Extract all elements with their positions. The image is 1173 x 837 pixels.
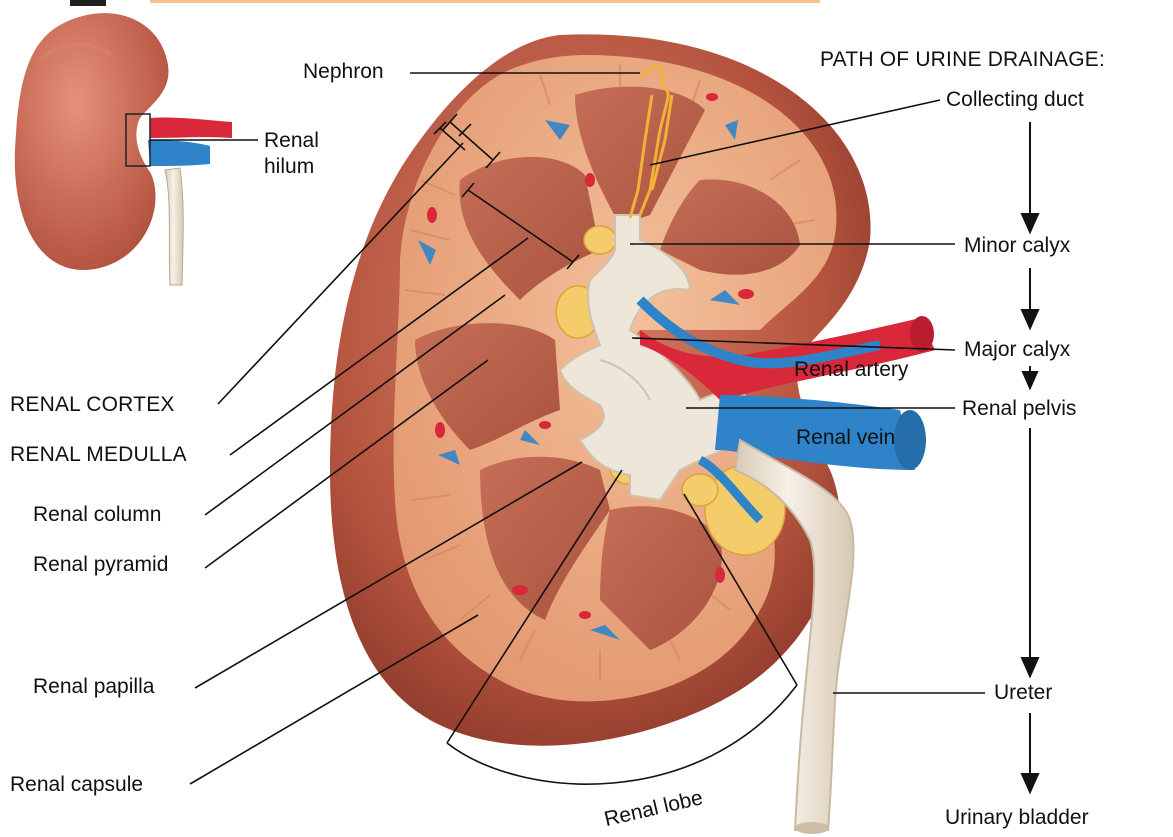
- drainage-heading: PATH OF URINE DRAINAGE:: [820, 48, 1105, 72]
- arrow-down-icon: [1023, 372, 1037, 388]
- label-nephron: Nephron: [303, 60, 384, 84]
- label-renal-pyramid: Renal pyramid: [33, 553, 168, 577]
- label-renal-papilla: Renal papilla: [33, 675, 154, 699]
- arrow-down-icon: [1022, 658, 1038, 676]
- step-ureter: Ureter: [994, 681, 1052, 705]
- label-renal-vein: Renal vein: [796, 426, 895, 449]
- label-renal-hilum: Renal: [264, 129, 319, 153]
- label-renal-artery: Renal artery: [794, 358, 909, 381]
- arrow-down-icon: [1022, 214, 1038, 232]
- label-renal-column: Renal column: [33, 503, 161, 527]
- label-renal-medulla: RENAL MEDULLA: [10, 443, 187, 467]
- step-urinary-bladder: Urinary bladder: [945, 806, 1089, 830]
- label-renal-capsule: Renal capsule: [10, 773, 143, 797]
- arrow-down-icon: [1022, 310, 1038, 328]
- step-renal-pelvis: Renal pelvis: [962, 397, 1076, 421]
- label-renal-lobe: Renal lobe: [602, 786, 705, 831]
- label-renal-cortex: RENAL CORTEX: [10, 393, 175, 417]
- small-kidney-icon: [15, 13, 232, 285]
- label-renal-hilum-2: hilum: [264, 155, 314, 179]
- step-collecting-duct: Collecting duct: [946, 88, 1084, 112]
- step-minor-calyx: Minor calyx: [964, 234, 1070, 258]
- arrow-down-icon: [1022, 774, 1038, 792]
- step-major-calyx: Major calyx: [964, 338, 1070, 362]
